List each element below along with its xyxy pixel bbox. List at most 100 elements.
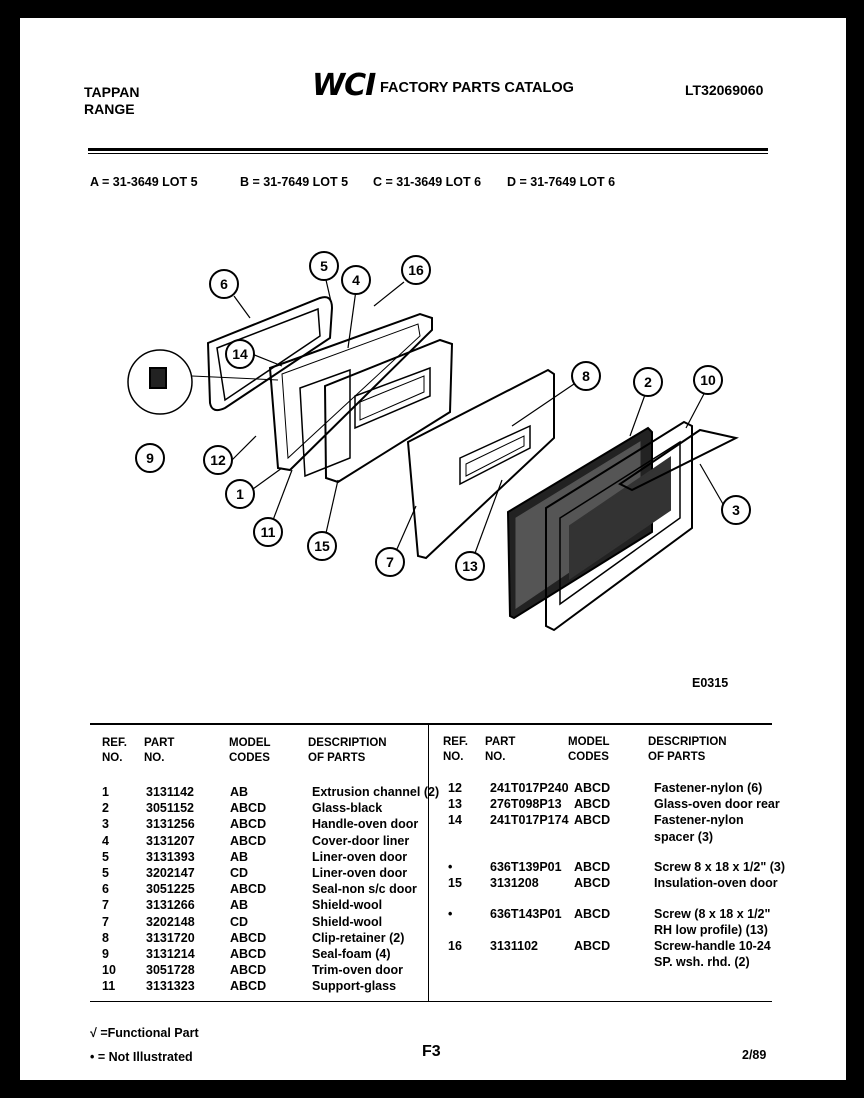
catalog-number: LT32069060	[685, 82, 764, 98]
cell-part: 636T143P01	[490, 906, 562, 921]
callout-14	[225, 339, 255, 369]
cell-ref: 3	[102, 817, 109, 832]
callout-label-7: 7	[386, 554, 394, 570]
cell-desc: Shield-wool	[312, 914, 383, 929]
callout-7	[375, 547, 405, 577]
cell-codes: ABCD	[230, 801, 267, 816]
cell-codes: ABCD	[230, 963, 267, 978]
product-name: RANGE	[84, 101, 135, 117]
cell-codes: ABCD	[574, 781, 611, 795]
cell-codes: ABCD	[574, 939, 611, 953]
table-divider	[428, 723, 429, 1001]
cell-ref: 5	[102, 849, 109, 864]
cell-part: 241T017P240	[490, 781, 569, 795]
page-number: F3	[422, 1043, 441, 1060]
functional-part-note: √ =Functional Part	[90, 1026, 199, 1040]
cell-ref: •	[448, 906, 453, 921]
handle-shape	[618, 428, 739, 492]
callout-label-9: 9	[146, 450, 154, 466]
callout-9	[135, 443, 165, 473]
oven-door-exploded-diagram: 6 5 4 16 14 9 12 1 11 15 7 8 13 2 10 3	[127, 251, 751, 632]
cell-codes: CD	[230, 866, 249, 880]
cell-desc: Glass-black	[312, 801, 383, 816]
wci-logo: WCI	[312, 68, 376, 103]
table-top-rule	[90, 723, 772, 725]
cell-part: 3051225	[146, 882, 195, 897]
cell-ref: 7	[102, 914, 109, 929]
callout-4	[341, 265, 371, 295]
callout-3	[721, 495, 751, 525]
cell-ref: 15	[448, 876, 462, 891]
callout-label-5: 5	[320, 258, 328, 274]
cell-desc: Support-glass	[312, 979, 397, 994]
cell-ref: 11	[102, 979, 116, 994]
callout-10	[693, 365, 723, 395]
catalog-title: FACTORY PARTS CATALOG	[380, 80, 574, 96]
door-seal-shape	[206, 296, 334, 412]
cell-codes: ABCD	[230, 833, 267, 848]
callout-label-16: 16	[408, 262, 424, 278]
door-liner-shape	[268, 312, 433, 472]
cell-part: 3051152	[146, 801, 194, 816]
cell-ref: 5	[102, 866, 109, 880]
cell-desc: Clip-retainer (2)	[312, 930, 405, 945]
cell-part: 3202148	[146, 914, 195, 929]
callout-8	[571, 361, 601, 391]
model-code-b: B = 31-7649 LOT 5	[240, 175, 349, 189]
shield-wool-shape	[406, 368, 555, 560]
cell-desc: Fastener-nylon	[654, 813, 744, 828]
cell-desc: Shield-wool	[312, 898, 383, 913]
catalog-page: TAPPAN RANGE WCI FACTORY PARTS CATALOG L…	[20, 18, 846, 1080]
callout-12	[203, 445, 233, 475]
cell-codes: ABCD	[574, 860, 611, 874]
cell-part: 3131207	[146, 833, 195, 848]
cell-part: 3051728	[146, 963, 195, 978]
header-rule	[88, 148, 768, 151]
callout-1	[225, 479, 255, 509]
cell-part: 3131102	[490, 939, 538, 953]
cell-codes: AB	[230, 849, 249, 864]
cell-codes: CD	[230, 914, 249, 929]
cell-codes: AB	[230, 785, 249, 799]
cell-desc: Seal-foam (4)	[312, 947, 391, 961]
cell-part: 241T017P174	[490, 813, 569, 828]
header-rule-thin	[88, 153, 768, 154]
callout-label-8: 8	[582, 368, 590, 384]
callout-label-4: 4	[352, 272, 360, 288]
cell-desc: Liner-oven door	[312, 866, 408, 880]
cell-codes: ABCD	[230, 817, 267, 832]
cell-ref: 12	[448, 781, 462, 795]
callout-label-14: 14	[232, 346, 248, 362]
cell-part: 3131214	[146, 947, 195, 961]
cover-liner-shape	[323, 338, 454, 484]
callout-11	[253, 517, 283, 547]
callout-label-11: 11	[261, 524, 276, 540]
callout-13	[455, 551, 485, 581]
brand-name: TAPPAN	[84, 84, 140, 100]
cell-ref: •	[448, 860, 453, 874]
callout-label-15: 15	[314, 538, 330, 554]
cell-ref: 7	[102, 898, 109, 913]
callout-label-10: 10	[700, 372, 716, 388]
cell-part: 3131266	[146, 898, 195, 913]
cell-part: 276T098P13	[490, 797, 562, 812]
callout-16	[401, 255, 431, 285]
cell-desc: Liner-oven door	[312, 849, 408, 864]
callout-6	[209, 269, 239, 299]
cell-desc2: SP. wsh. rhd. (2)	[654, 955, 750, 970]
not-illustrated-note: • = Not Illustrated	[90, 1050, 193, 1064]
brand-block: TAPPAN RANGE	[84, 84, 139, 118]
cell-desc: Handle-oven door	[312, 817, 419, 832]
cell-part: 3131208	[490, 876, 539, 891]
callout-label-2: 2	[644, 374, 652, 390]
model-code-a: A = 31-3649 LOT 5	[90, 175, 198, 189]
diagram-code: E0315	[692, 676, 729, 690]
cell-part: 636T139P01	[490, 860, 562, 874]
